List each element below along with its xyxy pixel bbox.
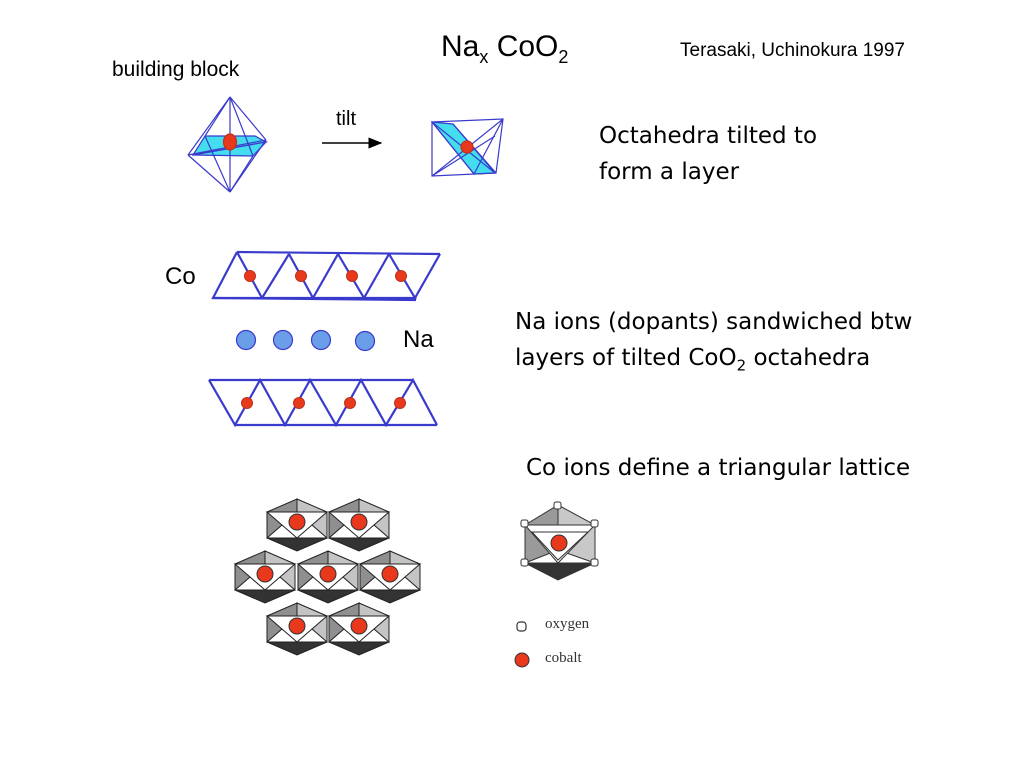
credit-citation: Terasaki, Uchinokura 1997 bbox=[680, 40, 905, 61]
caption-tilted-line2: form a layer bbox=[599, 159, 740, 185]
co-ion bbox=[244, 270, 256, 282]
lattice-octahedron bbox=[327, 602, 391, 656]
co-ion bbox=[344, 397, 356, 409]
cobalt-atom bbox=[256, 565, 274, 583]
cobalt-atom bbox=[550, 534, 568, 552]
oxygen-atom bbox=[520, 519, 529, 528]
co-ion bbox=[395, 270, 407, 282]
cobalt-atom bbox=[350, 617, 368, 635]
oxygen-atom bbox=[590, 558, 599, 567]
tilt-label: tilt bbox=[336, 108, 356, 130]
na-ion-label: Na bbox=[403, 326, 434, 353]
co-layer-label: Co bbox=[165, 263, 196, 290]
lattice-octahedron bbox=[265, 602, 329, 656]
oxygen-atom bbox=[590, 519, 599, 528]
cobalt-atom bbox=[350, 513, 368, 531]
cobalt-atom bbox=[381, 565, 399, 583]
caption-triangular-lattice: Co ions define a triangular lattice bbox=[526, 455, 911, 481]
co-ion bbox=[346, 270, 358, 282]
caption-tilted-octahedra: Octahedra tilted to form a layer bbox=[599, 118, 817, 190]
na-ion bbox=[310, 329, 332, 351]
caption-sandwich-line1: Na ions (dopants) sandwiched btw bbox=[515, 309, 913, 335]
tilted-octahedron bbox=[430, 118, 504, 177]
caption-tilted-line1: Octahedra tilted to bbox=[599, 123, 818, 149]
legend-cobalt-label: cobalt bbox=[545, 650, 582, 666]
lattice-octahedron bbox=[327, 498, 391, 552]
caption-sandwich-line2: layers of tilted CoO2 octahedra bbox=[515, 345, 871, 375]
co-layer-bottom bbox=[208, 377, 438, 428]
co-ion bbox=[241, 397, 253, 409]
cobalt-atom bbox=[460, 140, 474, 154]
co-ion bbox=[295, 270, 307, 282]
co-ion bbox=[394, 397, 406, 409]
cobalt-atom bbox=[319, 565, 337, 583]
building-block-octahedron bbox=[187, 96, 268, 193]
caption-sandwich: Na ions (dopants) sandwiched btw layers … bbox=[515, 304, 912, 384]
legend-oxygen-label: oxygen bbox=[545, 616, 590, 632]
lattice-octahedron bbox=[296, 550, 360, 604]
na-ion-row bbox=[235, 329, 376, 352]
oxygen-legend-icon bbox=[516, 621, 527, 632]
lattice-octahedron bbox=[233, 550, 297, 604]
co-layer-top bbox=[211, 250, 441, 302]
na-ion bbox=[354, 330, 376, 352]
cobalt-atom bbox=[288, 617, 306, 635]
lattice-octahedron bbox=[265, 498, 329, 552]
cobalt-atom bbox=[222, 133, 238, 151]
co-ion bbox=[293, 397, 305, 409]
building-block-label: building block bbox=[112, 58, 240, 81]
na-ion bbox=[272, 329, 294, 351]
page-title: Nax CoO2 bbox=[441, 30, 569, 67]
oxygen-atom bbox=[553, 501, 562, 510]
cobalt-atom bbox=[288, 513, 306, 531]
single-octahedron-figure bbox=[520, 501, 599, 581]
cobalt-legend-icon bbox=[514, 652, 530, 668]
na-ion bbox=[235, 329, 257, 351]
lattice-octahedron bbox=[358, 550, 422, 604]
oxygen-atom bbox=[520, 558, 529, 567]
triangular-lattice-figure bbox=[233, 498, 422, 656]
